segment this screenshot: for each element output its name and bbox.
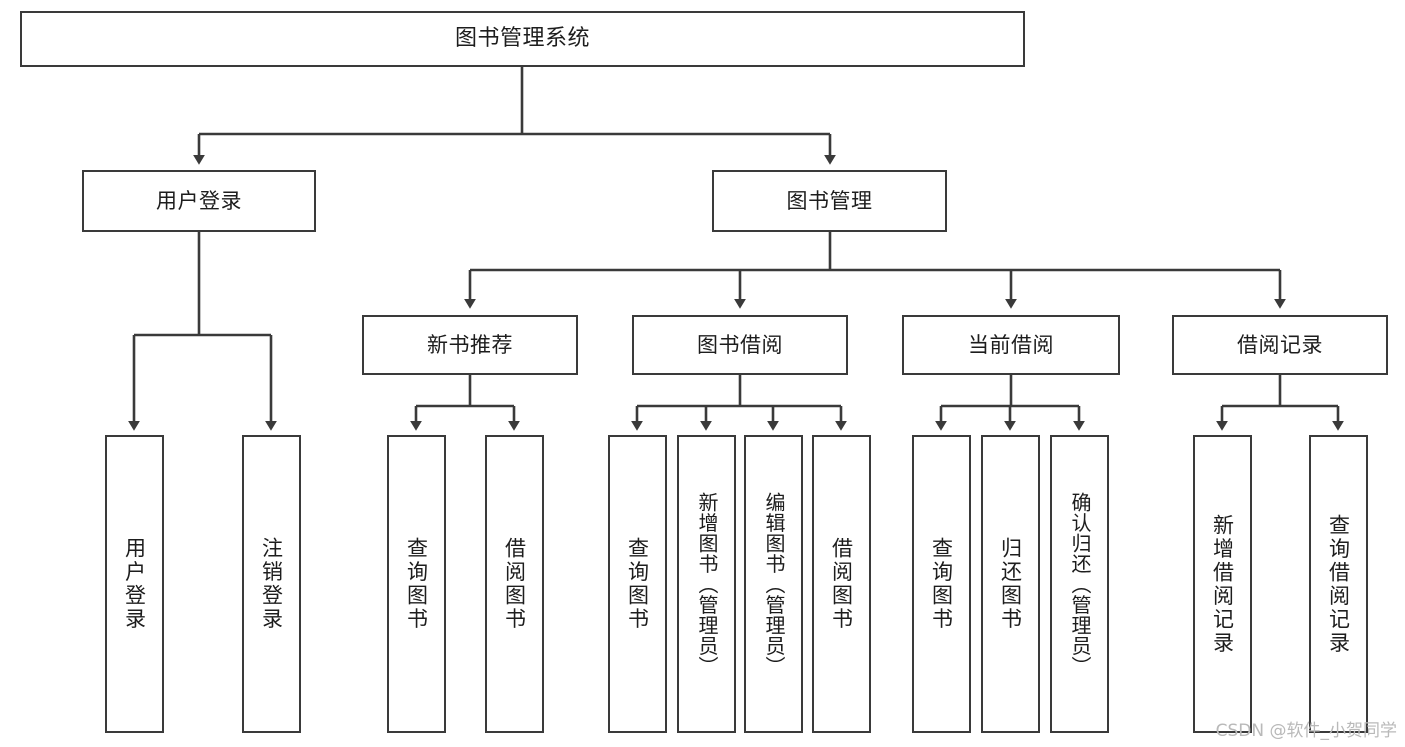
node-label: 用户登录 bbox=[122, 537, 147, 631]
node-label: 当前借阅 bbox=[968, 332, 1054, 357]
node-current-borrow[interactable]: 当前借阅 bbox=[902, 315, 1120, 375]
node-label: 新增借阅记录 bbox=[1210, 513, 1235, 655]
node-label: 查询借阅记录 bbox=[1326, 513, 1351, 655]
leaf-new-book-1[interactable]: 借阅图书 bbox=[485, 435, 544, 733]
node-label: 确认归还（管理员） bbox=[1068, 491, 1092, 677]
node-label: 查询图书 bbox=[929, 537, 954, 631]
node-label: 用户登录 bbox=[156, 188, 242, 213]
node-label: 新增图书（管理员） bbox=[695, 491, 719, 677]
leaf-book-borrow-0[interactable]: 查询图书 bbox=[608, 435, 667, 733]
leaf-borrow-record-0[interactable]: 新增借阅记录 bbox=[1193, 435, 1252, 733]
node-new-book-recommend[interactable]: 新书推荐 bbox=[362, 315, 578, 375]
leaf-current-borrow-1[interactable]: 归还图书 bbox=[981, 435, 1040, 733]
node-label: 注销登录 bbox=[259, 537, 284, 631]
node-label: 查询图书 bbox=[625, 537, 650, 631]
leaf-user-login-1[interactable]: 注销登录 bbox=[242, 435, 301, 733]
leaf-new-book-0[interactable]: 查询图书 bbox=[387, 435, 446, 733]
node-borrow-record[interactable]: 借阅记录 bbox=[1172, 315, 1388, 375]
leaf-current-borrow-2[interactable]: 确认归还（管理员） bbox=[1050, 435, 1109, 733]
leaf-book-borrow-1[interactable]: 新增图书（管理员） bbox=[677, 435, 736, 733]
node-label: 图书借阅 bbox=[697, 332, 783, 357]
node-label: 图书管理系统 bbox=[454, 26, 590, 52]
node-root-book-management-system[interactable]: 图书管理系统 bbox=[20, 11, 1025, 67]
node-book-management[interactable]: 图书管理 bbox=[712, 170, 947, 232]
node-label: 编辑图书（管理员） bbox=[762, 491, 786, 677]
node-label: 借阅图书 bbox=[829, 537, 854, 631]
leaf-user-login-0[interactable]: 用户登录 bbox=[105, 435, 164, 733]
node-book-borrow[interactable]: 图书借阅 bbox=[632, 315, 848, 375]
node-label: 借阅图书 bbox=[502, 537, 527, 631]
node-label: 图书管理 bbox=[786, 188, 873, 213]
leaf-current-borrow-0[interactable]: 查询图书 bbox=[912, 435, 971, 733]
leaf-book-borrow-3[interactable]: 借阅图书 bbox=[812, 435, 871, 733]
csdn-watermark: CSDN @软件_小贺同学 bbox=[1215, 721, 1397, 741]
node-label: 新书推荐 bbox=[427, 332, 513, 357]
leaf-borrow-record-1[interactable]: 查询借阅记录 bbox=[1309, 435, 1368, 733]
node-label: 查询图书 bbox=[404, 537, 429, 631]
leaf-book-borrow-2[interactable]: 编辑图书（管理员） bbox=[744, 435, 803, 733]
node-label: 归还图书 bbox=[998, 537, 1023, 631]
node-label: 借阅记录 bbox=[1237, 332, 1323, 357]
node-user-login[interactable]: 用户登录 bbox=[82, 170, 316, 232]
